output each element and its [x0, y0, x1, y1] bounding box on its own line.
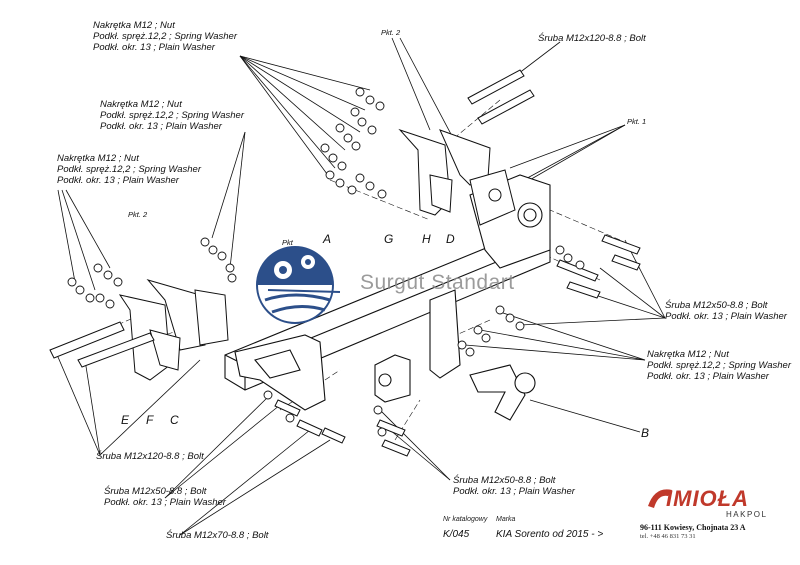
letter-g: G: [384, 232, 394, 246]
company-sub: HAKPOL: [726, 510, 768, 519]
company-tel: tel. +48 46 831 73 31: [640, 533, 696, 540]
letter-e: E: [121, 413, 130, 427]
pkt2-top-label: Pkt. 2: [381, 28, 401, 37]
watermark-logo-icon: [256, 246, 341, 324]
catalog-label: Nr katalogowy: [443, 516, 488, 523]
letter-c: C: [170, 413, 179, 427]
letter-f: F: [146, 413, 154, 427]
bolt-label-left: Śruba M12x120-8.8 ; Bolt: [96, 451, 204, 462]
bolt-label-top: Śruba M12x120-8.8 ; Bolt: [538, 33, 646, 44]
letter-b: B: [641, 426, 650, 440]
logo-swoosh-icon: [648, 489, 672, 508]
company-logo: IMIOŁA: [666, 486, 749, 511]
model-label: Marka: [496, 516, 516, 523]
pkt-center-label: Pkt: [282, 238, 293, 247]
letter-h: H: [422, 232, 431, 246]
pkt1-label: Pkt. 1: [627, 117, 647, 126]
bolt-70-label: Śruba M12x70-8.8 ; Bolt: [166, 530, 269, 541]
letter-d: D: [446, 232, 455, 246]
pkt2-left-label: Pkt. 2: [128, 210, 148, 219]
letter-a: A: [323, 232, 332, 246]
company-address: 96-111 Kowiesy, Chojnata 23 A: [640, 523, 746, 532]
catalog-value: K/045: [443, 529, 470, 540]
model-value: KIA Sorento od 2015 - >: [496, 529, 604, 540]
watermark-text: Surgut Standart: [360, 271, 515, 294]
